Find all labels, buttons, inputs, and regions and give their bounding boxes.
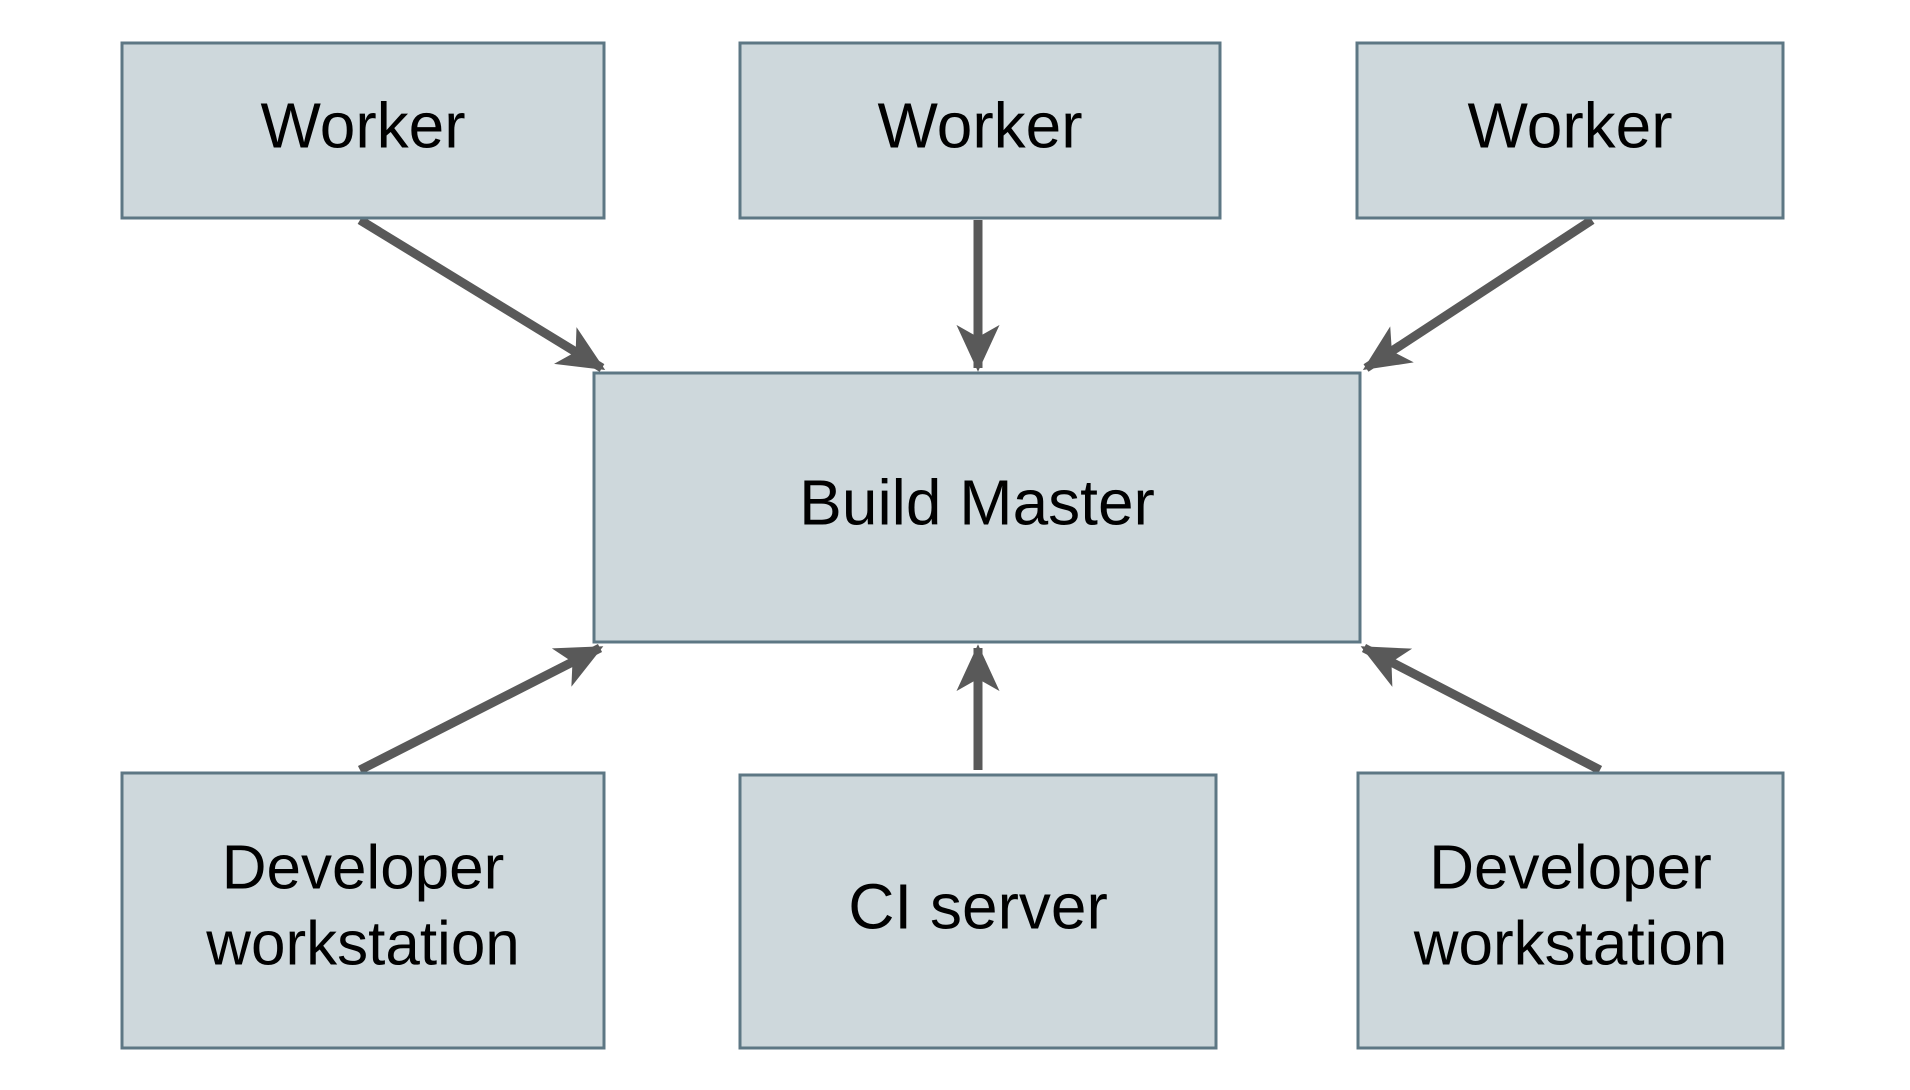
node-label-worker-center: Worker: [877, 89, 1082, 161]
node-label-line: Build Master: [799, 466, 1155, 538]
edge-worker-right-to-build-master: [1362, 216, 1595, 372]
node-label-line: Worker: [260, 89, 465, 161]
node-label-line: workstation: [1413, 910, 1728, 979]
node-worker-center[interactable]: Worker: [738, 41, 1222, 220]
node-label-line: CI server: [848, 870, 1108, 942]
node-rect-developer-workstation-right[interactable]: [1356, 771, 1785, 1050]
node-label-line: workstation: [205, 910, 520, 979]
node-label-developer-workstation-right: Developer workstation: [1413, 834, 1728, 979]
node-rect-ci-server[interactable]: [738, 773, 1218, 1050]
node-label-developer-workstation-left: Developer workstation: [205, 834, 520, 979]
node-rect-developer-workstation-left[interactable]: [120, 771, 606, 1050]
node-label-worker-right: Worker: [1467, 89, 1672, 161]
edges-layer: [357, 216, 1603, 775]
node-label-line: Developer: [222, 834, 505, 903]
edge-worker-left-to-build-master: [357, 216, 606, 372]
node-rect-worker-left[interactable]: [120, 41, 606, 220]
node-worker-left[interactable]: Worker: [120, 41, 606, 220]
node-label-line: Developer: [1429, 834, 1712, 903]
node-label-line: Worker: [1467, 89, 1672, 161]
node-developer-workstation-left[interactable]: Developer workstation: [120, 771, 606, 1050]
node-rect-build-master[interactable]: [592, 371, 1362, 644]
edge-dev-right-to-build-master: [1360, 644, 1603, 774]
node-rect-worker-center[interactable]: [738, 41, 1222, 220]
node-worker-right[interactable]: Worker: [1355, 41, 1785, 220]
node-label-worker-left: Worker: [260, 89, 465, 161]
node-rect-worker-right[interactable]: [1355, 41, 1785, 220]
node-developer-workstation-right[interactable]: Developer workstation: [1356, 771, 1785, 1050]
node-label-ci-server: CI server: [848, 870, 1108, 942]
node-ci-server[interactable]: CI server: [738, 773, 1218, 1050]
node-label-line: Worker: [877, 89, 1082, 161]
node-label-build-master: Build Master: [799, 466, 1155, 538]
node-build-master[interactable]: Build Master: [592, 371, 1362, 644]
edge-dev-left-to-build-master: [357, 643, 604, 775]
